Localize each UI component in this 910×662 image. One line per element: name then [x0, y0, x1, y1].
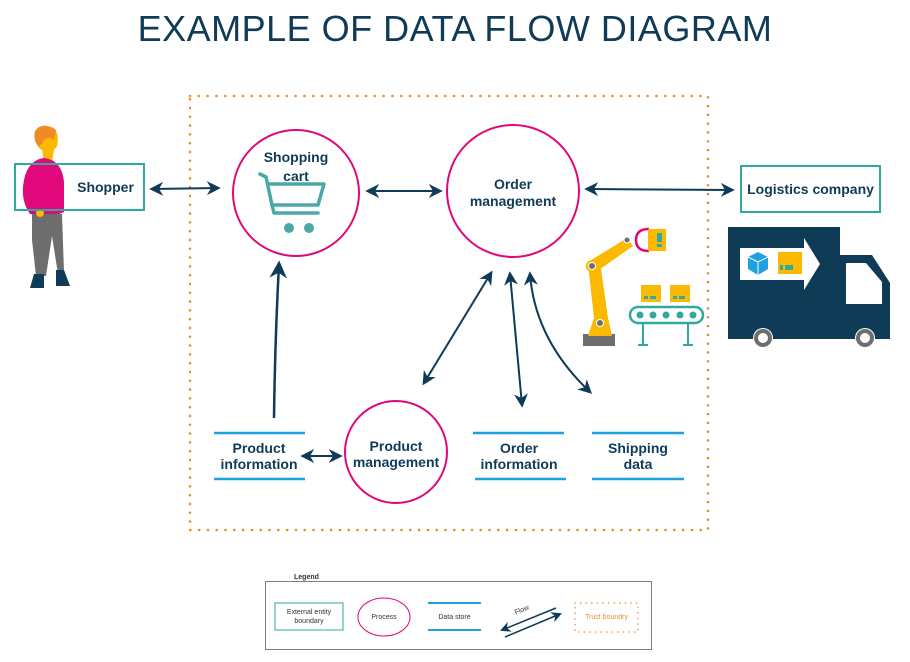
flow-order-orderinfo [504, 271, 528, 408]
datastore-label-line: Shipping [608, 440, 668, 456]
shopper-label: Shopper [77, 179, 134, 195]
legend-external-entity-swatch [274, 602, 344, 631]
process-label-shopping-cart: Shopping cart [236, 148, 356, 186]
conveyor-belt-icon [628, 285, 705, 346]
process-order-management[interactable] [446, 124, 580, 258]
shopping-cart-icon [258, 172, 326, 233]
datastore-product-information[interactable]: Product information [206, 440, 312, 472]
page-title: EXAMPLE OF DATA FLOW DIAGRAM [137, 8, 773, 49]
datastore-order-information-lines [473, 431, 566, 481]
legend-box [265, 581, 652, 650]
process-label-line: Shopping [263, 149, 329, 165]
process-label-line: Product [369, 438, 423, 454]
flow-productinfo-cart [269, 260, 288, 419]
datastore-label-line: information [220, 456, 298, 472]
legend-datastore-label: Data store [438, 614, 471, 621]
process-product-management[interactable] [344, 400, 448, 504]
legend-process-swatch [357, 597, 411, 637]
legend-trust-boundary-swatch [574, 602, 639, 633]
external-entity-logistics[interactable]: Logistics company [740, 165, 881, 213]
process-label-line: management [469, 193, 557, 209]
datastore-shipping-data-lines [592, 431, 684, 481]
datastore-product-information-lines [214, 431, 305, 481]
process-label-line: management [352, 454, 440, 470]
flow-order-logistics [584, 182, 735, 197]
datastore-label-line: information [480, 456, 558, 472]
legend-flow-arrow-1 [500, 607, 557, 632]
datastore-label-line: Product [232, 440, 286, 456]
delivery-truck-icon [728, 227, 890, 348]
datastore-shipping-data[interactable]: Shipping data [585, 440, 691, 472]
logistics-label: Logistics company [747, 181, 874, 197]
datastore-label-line: Order [499, 440, 539, 456]
legend-process-label: Process [371, 614, 397, 621]
process-shopping-cart[interactable] [232, 129, 360, 257]
flow-order-productmgmt [422, 270, 493, 386]
datastore-label-line: data [623, 456, 653, 472]
process-label-line: cart [283, 168, 309, 184]
legend-external-entity-label: External entity boundary [275, 608, 343, 626]
legend-label-line: External entity [286, 609, 332, 616]
process-label-product-management: Product management [341, 438, 451, 470]
robot-arm-icon [583, 227, 666, 346]
process-label-order-management: Order management [443, 176, 583, 210]
shopper-person-icon [22, 125, 70, 288]
flow-order-shipping [523, 271, 593, 394]
datastore-order-information[interactable]: Order information [466, 440, 572, 472]
legend-flow-arrow-2 [504, 612, 562, 638]
external-entity-shopper[interactable]: Shopper [14, 163, 145, 211]
flow-shopper-cart [149, 181, 221, 196]
legend-trust-boundary-label: Trust boundry [585, 614, 628, 621]
legend-label-line: boundary [294, 618, 324, 625]
legend-title: Legend [287, 574, 326, 581]
process-label-line: Order [493, 176, 533, 192]
